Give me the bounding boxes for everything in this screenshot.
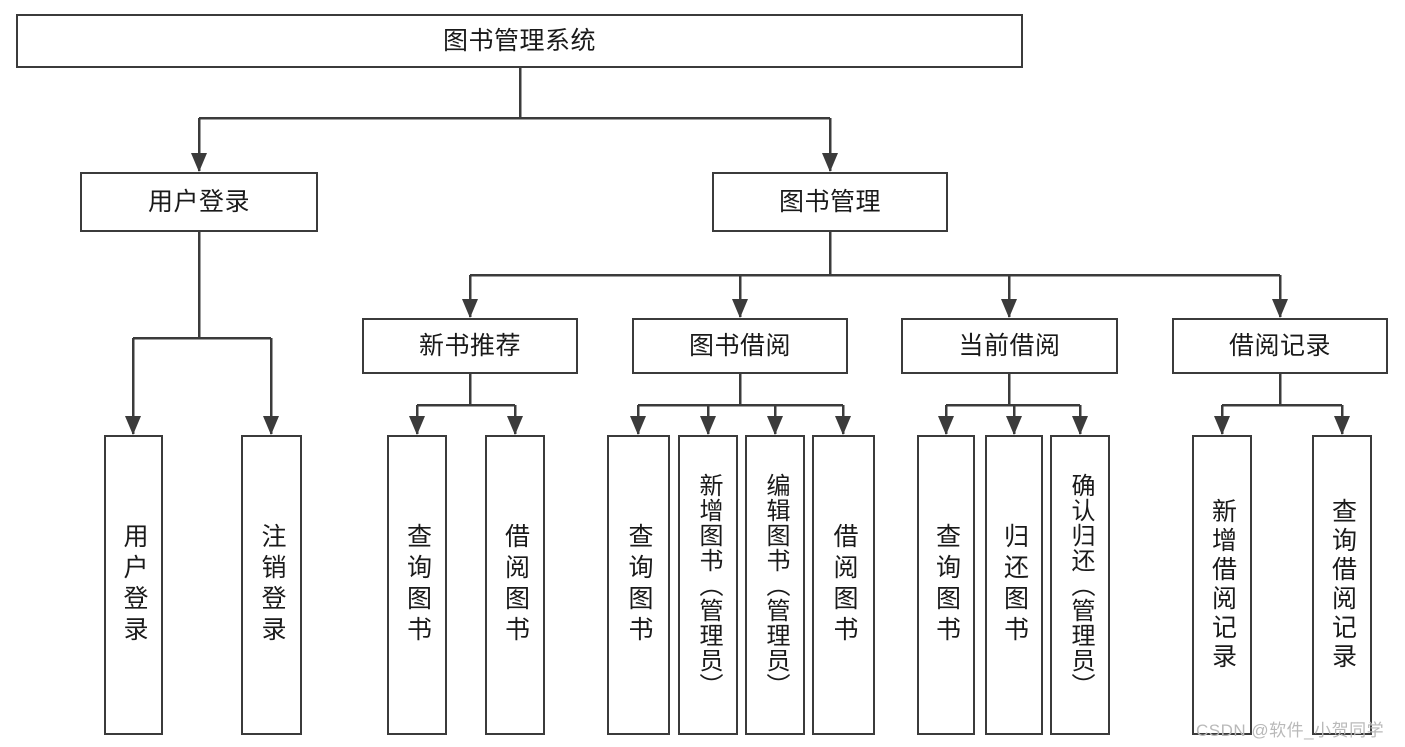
conn-record-leaves-arrow-0 — [1214, 416, 1230, 435]
node-label: 新增图书（管理员） — [695, 472, 722, 698]
node-label: 借阅图书 — [830, 523, 858, 647]
node-leaf-leaf-add-book[interactable]: 新增图书（管理员） — [678, 435, 738, 735]
conn-borrow-leaves-arrow-3 — [835, 416, 851, 435]
node-label: 新增借阅记录 — [1208, 498, 1237, 672]
node-user-login[interactable]: 用户登录 — [80, 172, 318, 232]
node-book-borrow[interactable]: 图书借阅 — [632, 318, 848, 374]
csdn-watermark: CSDN @软件_小贺同学 — [1196, 721, 1385, 740]
node-borrow-record[interactable]: 借阅记录 — [1172, 318, 1388, 374]
node-label: 图书管理系统 — [442, 26, 596, 55]
conn-root-to-level2-arrow-1 — [822, 153, 838, 172]
node-label: 归还图书 — [1000, 523, 1029, 647]
node-leaf-leaf-query-book-3[interactable]: 查询图书 — [917, 435, 975, 735]
node-leaf-leaf-return-book[interactable]: 归还图书 — [985, 435, 1043, 735]
node-leaf-leaf-confirm-return[interactable]: 确认归还（管理员） — [1050, 435, 1110, 735]
node-label: 借阅记录 — [1228, 331, 1331, 360]
node-label: 注销登录 — [258, 523, 286, 647]
node-leaf-leaf-borrow-book-2[interactable]: 借阅图书 — [812, 435, 875, 735]
conn-borrow-leaves-arrow-2 — [767, 416, 783, 435]
conn-current-leaves-arrow-1 — [1006, 416, 1022, 435]
node-label: 确认归还（管理员） — [1067, 472, 1094, 698]
conn-current-leaves-arrow-2 — [1072, 416, 1088, 435]
conn-user-login-leaves-arrow-1 — [263, 416, 279, 435]
conn-bookmgmt-level3-arrow-2 — [1001, 299, 1017, 318]
conn-user-login-leaves-arrow-0 — [125, 416, 141, 435]
node-leaf-leaf-query-record[interactable]: 查询借阅记录 — [1312, 435, 1372, 735]
node-label: 查询图书 — [403, 523, 432, 647]
node-label: 借阅图书 — [501, 523, 530, 647]
conn-bookmgmt-level3-arrow-1 — [732, 299, 748, 318]
node-label: 查询图书 — [932, 523, 961, 647]
node-label: 当前借阅 — [958, 331, 1061, 360]
node-root-root[interactable]: 图书管理系统 — [16, 14, 1023, 68]
conn-borrow-leaves-arrow-1 — [700, 416, 716, 435]
node-label: 编辑图书（管理员） — [762, 472, 789, 698]
conn-borrow-leaves-arrow-0 — [630, 416, 646, 435]
node-leaf-leaf-user-login[interactable]: 用户登录 — [104, 435, 163, 735]
node-label: 用户登录 — [120, 523, 148, 647]
conn-recommend-leaves-arrow-0 — [409, 416, 425, 435]
node-new-book-recommend[interactable]: 新书推荐 — [362, 318, 578, 374]
node-book-management[interactable]: 图书管理 — [712, 172, 948, 232]
node-label: 查询借阅记录 — [1328, 498, 1357, 672]
conn-bookmgmt-level3-arrow-3 — [1272, 299, 1288, 318]
node-label: 图书借阅 — [688, 331, 791, 360]
conn-current-leaves-arrow-0 — [938, 416, 954, 435]
node-label: 查询图书 — [625, 523, 653, 647]
conn-record-leaves-arrow-1 — [1334, 416, 1350, 435]
node-label: 用户登录 — [147, 187, 250, 216]
conn-recommend-leaves-arrow-1 — [507, 416, 523, 435]
node-current-borrow[interactable]: 当前借阅 — [901, 318, 1118, 374]
node-leaf-leaf-edit-book[interactable]: 编辑图书（管理员） — [745, 435, 805, 735]
node-label: 新书推荐 — [418, 331, 521, 360]
node-leaf-leaf-add-record[interactable]: 新增借阅记录 — [1192, 435, 1252, 735]
conn-bookmgmt-level3-arrow-0 — [462, 299, 478, 318]
node-label: 图书管理 — [778, 187, 881, 216]
node-leaf-leaf-query-book-1[interactable]: 查询图书 — [387, 435, 447, 735]
node-leaf-leaf-logout-login[interactable]: 注销登录 — [241, 435, 302, 735]
node-leaf-leaf-query-book-2[interactable]: 查询图书 — [607, 435, 670, 735]
conn-root-to-level2-arrow-0 — [191, 153, 207, 172]
node-leaf-leaf-borrow-book-1[interactable]: 借阅图书 — [485, 435, 545, 735]
